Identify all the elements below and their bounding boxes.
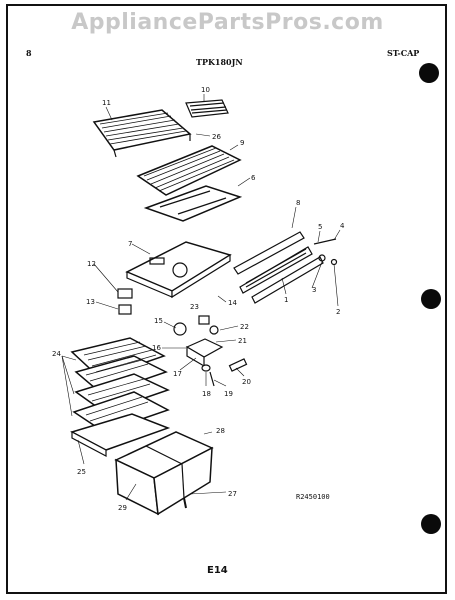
- callout-11: 11: [102, 99, 111, 107]
- callout-labels: 10 11 26 9 6 8 7 5 4 12 3 13 14 1 23 2 1…: [52, 86, 345, 512]
- callout-8: 8: [296, 199, 300, 207]
- part-glass-panel: [143, 185, 243, 222]
- part-shelf-rails: [233, 231, 338, 304]
- part-grille: [185, 99, 229, 118]
- part-shelf-supports: [117, 288, 133, 315]
- callout-7: 7: [128, 240, 132, 248]
- callout-5: 5: [318, 223, 322, 231]
- callout-3: 3: [312, 286, 316, 294]
- part-control-housing: [173, 315, 248, 387]
- binder-hole-bottom: [421, 514, 441, 534]
- callout-13: 13: [86, 298, 95, 306]
- part-crisper-cover: [125, 241, 232, 299]
- part-wire-shelf-top: [92, 109, 192, 158]
- part-wire-shelf-mid: [136, 145, 242, 196]
- watermark-text: AppliancePartsPros.com: [71, 10, 384, 35]
- part-rod: [183, 497, 187, 509]
- callout-25: 25: [77, 468, 86, 476]
- part-crisper-drawers: [70, 337, 171, 457]
- callout-24: 24: [52, 350, 61, 358]
- callout-2: 2: [336, 308, 340, 316]
- callout-22: 22: [240, 323, 249, 331]
- leader-lines: [61, 94, 341, 501]
- callout-1: 1: [284, 296, 288, 304]
- callout-14: 14: [228, 299, 237, 307]
- binder-hole-middle: [421, 289, 441, 309]
- callout-4: 4: [340, 222, 345, 230]
- header-left-mark: 8: [26, 48, 32, 58]
- callout-29: 29: [118, 504, 127, 512]
- callout-28: 28: [216, 427, 225, 435]
- callout-15: 15: [154, 317, 163, 325]
- callout-23: 23: [190, 303, 199, 311]
- callout-17: 17: [173, 370, 182, 378]
- callout-21: 21: [238, 337, 247, 345]
- callout-18: 18: [202, 390, 211, 398]
- model-number: TPK180JN: [196, 57, 243, 67]
- callout-19: 19: [224, 390, 233, 398]
- callout-26: 26: [212, 133, 221, 141]
- callout-10: 10: [201, 86, 210, 94]
- callout-6a: 6: [251, 174, 256, 182]
- callout-16: 16: [152, 344, 161, 352]
- page-number: E14: [207, 565, 228, 576]
- page-border: [6, 4, 447, 594]
- callout-9: 9: [240, 139, 244, 147]
- callout-12: 12: [87, 260, 96, 268]
- header-right-label: ST-CAP: [387, 48, 420, 58]
- callout-27: 27: [228, 490, 237, 498]
- binder-hole-top: [419, 63, 439, 83]
- callout-20: 20: [242, 378, 251, 386]
- part-crisper-pans: [114, 431, 214, 516]
- drawing-reference-code: R2450100: [296, 493, 330, 501]
